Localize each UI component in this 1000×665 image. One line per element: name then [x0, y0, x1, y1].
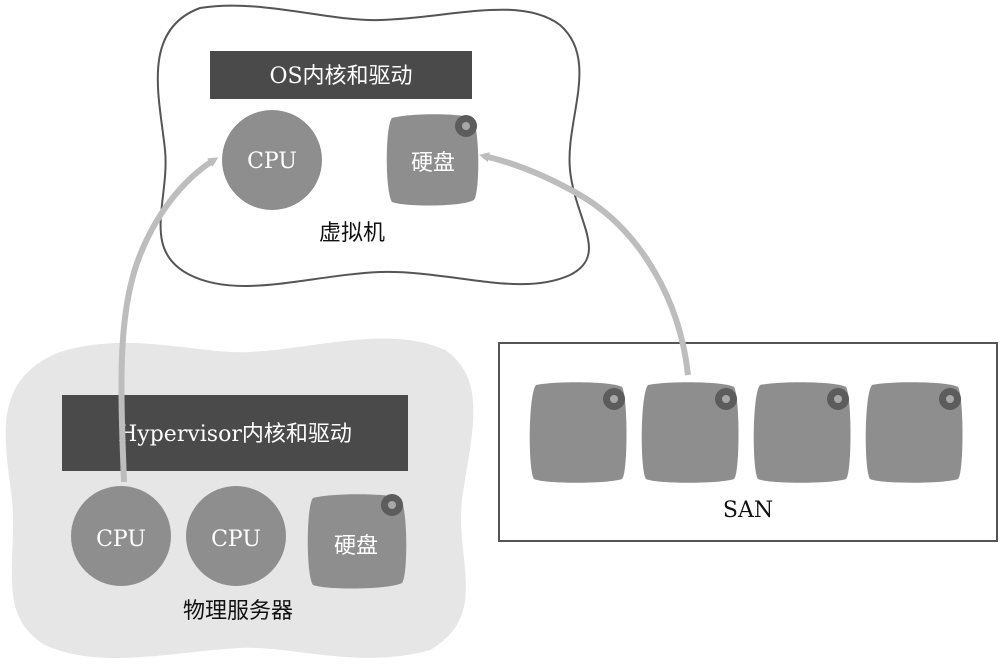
os-kernel-bar-label: OS内核和驱动: [269, 64, 412, 89]
physical-cpu-1-label: CPU: [96, 527, 146, 552]
san-disk-3: [753, 382, 851, 483]
physical-server-label: 物理服务器: [183, 599, 293, 624]
physical-cpu-1: [71, 486, 171, 586]
vm-label: 虚拟机: [319, 221, 385, 246]
san-disk-1-indicator-dot: [610, 395, 618, 403]
vm-disk-indicator-dot: [462, 122, 470, 130]
physical-disk-indicator-dot: [388, 501, 396, 509]
vm-disk: [386, 114, 479, 206]
hypervisor-kernel-bar-label: Hypervisor内核和驱动: [118, 422, 352, 447]
physical-cpu-2-label: CPU: [211, 527, 261, 552]
cpu-mapping-arrow: [118, 157, 219, 483]
physical-disk-label: 硬盘: [334, 534, 378, 559]
san-disk-4: [865, 382, 963, 483]
san-disk-2: [641, 382, 739, 483]
physical-disk: [307, 494, 407, 589]
vm-cpu-label: CPU: [247, 149, 297, 174]
san-disk-2-indicator-dot: [722, 395, 730, 403]
vm-cpu: [222, 110, 322, 210]
san-disk-4-indicator-dot: [946, 395, 954, 403]
vm-disk-label: 硬盘: [411, 151, 455, 176]
physical-cpu-2: [186, 486, 286, 586]
san-label: SAN: [723, 498, 773, 523]
san-disk-3-indicator-dot: [834, 395, 842, 403]
san-disk-1: [529, 382, 627, 483]
san-disk-group: [529, 382, 963, 483]
storage-mapping-arrow: [479, 152, 691, 376]
os-kernel-bar: [210, 51, 472, 99]
